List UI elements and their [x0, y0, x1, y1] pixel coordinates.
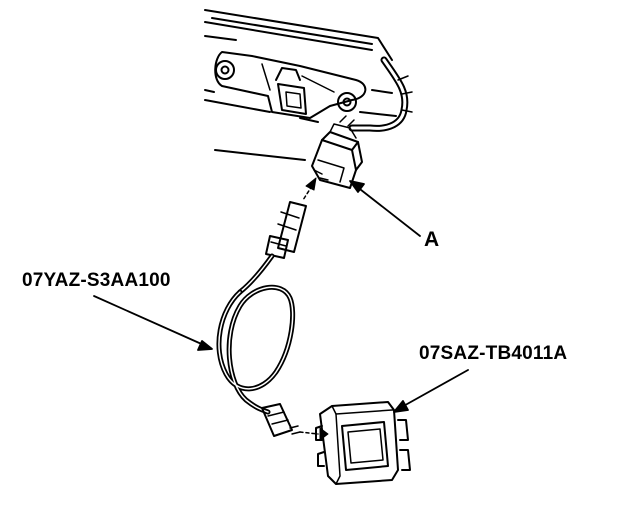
- leader-a: [355, 185, 421, 237]
- adapter-cable-illustration: [216, 201, 307, 437]
- part-number-box: 07SAZ-TB4011A: [419, 343, 568, 364]
- leader-cable: [93, 295, 207, 347]
- callout-label-a: A: [424, 228, 440, 251]
- vehicle-panel-illustration: [204, 9, 413, 161]
- leader-box: [399, 369, 469, 409]
- connection-arrowhead: [305, 177, 317, 191]
- leader-arrows: [93, 180, 469, 413]
- leader-box-arrowhead: [393, 400, 409, 413]
- part-number-cable: 07YAZ-S3AA100: [22, 270, 171, 291]
- control-box-illustration: [315, 401, 411, 485]
- connector-a-illustration: [311, 115, 363, 189]
- leader-a-arrowhead: [349, 180, 365, 193]
- leader-cable-arrowhead: [197, 340, 213, 351]
